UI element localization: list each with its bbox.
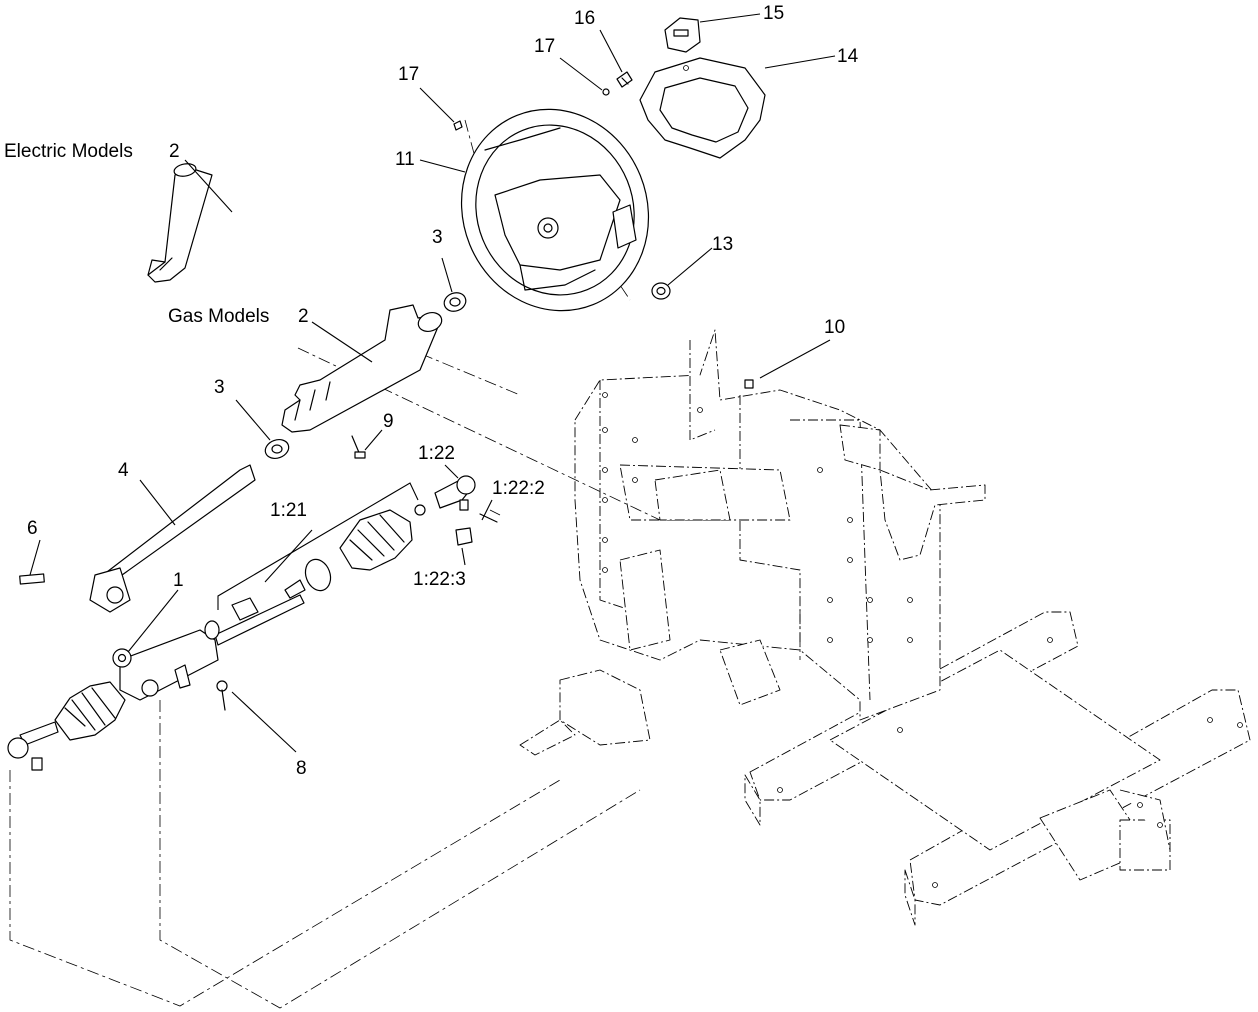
steering-wheel	[460, 108, 650, 312]
callout-17-left: 17	[398, 64, 419, 85]
callout-1-22: 1:22	[418, 443, 455, 464]
label-electric-models: Electric Models	[4, 141, 133, 162]
callout-2-electric: 2	[169, 141, 180, 162]
intermediate-shaft-4	[89, 464, 256, 613]
steering-column-gas	[281, 304, 443, 433]
screw-17-left	[453, 120, 463, 131]
nut-13	[651, 282, 671, 300]
nut-1-22-3	[455, 527, 473, 546]
vehicle-frame	[519, 329, 1251, 926]
callout-9: 9	[383, 411, 394, 432]
boot-kit-1-21	[284, 504, 426, 599]
callout-16: 16	[574, 8, 595, 29]
callout-15: 15	[763, 3, 784, 24]
callout-1: 1	[173, 570, 184, 591]
callout-4: 4	[118, 460, 129, 481]
callout-14: 14	[837, 46, 859, 67]
callout-6: 6	[27, 518, 38, 539]
callout-2-gas: 2	[298, 306, 309, 327]
callout-13: 13	[712, 234, 733, 255]
label-gas-models: Gas Models	[168, 306, 269, 327]
screw-17-right	[602, 88, 610, 96]
callout-1-21: 1:21	[270, 500, 307, 521]
bushing-3-lower	[264, 438, 290, 460]
bolt-10	[744, 379, 754, 389]
callout-17-right: 17	[534, 36, 555, 57]
callout-3-lower: 3	[214, 377, 225, 398]
bolt-8	[216, 680, 228, 711]
frame-holes	[602, 392, 1243, 888]
callout-8: 8	[296, 758, 307, 779]
callout-11: 11	[395, 149, 415, 170]
steering-rack-1	[7, 594, 305, 771]
callout-10: 10	[824, 317, 845, 338]
callout-1-22-3: 1:22:3	[413, 569, 466, 590]
wheel-cover-14	[639, 57, 766, 159]
pin-6	[19, 573, 45, 585]
callouts: Electric Models 2 Gas Models 2 3 3 4 6 1…	[4, 3, 859, 779]
cap-15	[664, 17, 701, 53]
callout-1-22-2: 1:22:2	[492, 478, 545, 499]
leader-lines	[29, 13, 836, 753]
screw-16	[616, 71, 633, 88]
callout-3-upper: 3	[432, 227, 443, 248]
tie-rod-end-1-22	[434, 475, 476, 511]
steering-column-electric	[147, 163, 213, 283]
bolt-9	[351, 435, 366, 459]
cotter-pin-1-22-2	[479, 513, 498, 523]
bushing-3-upper	[443, 292, 467, 312]
